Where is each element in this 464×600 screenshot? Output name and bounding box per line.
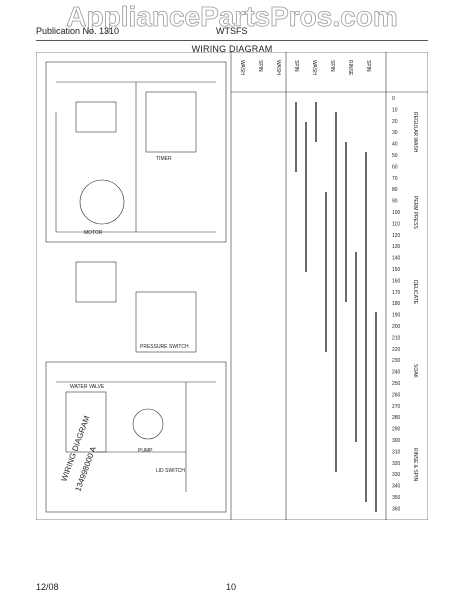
column-header: SPIN (365, 60, 371, 72)
cycle-zone-label: REGULAR WASH (412, 112, 418, 153)
timer-tick-label: 30 (392, 130, 398, 136)
column-header: SPIN (329, 60, 335, 72)
timer-tick-label: 190 (392, 313, 401, 319)
model-number: WTSFS (216, 26, 248, 36)
timer-tick-label: 80 (392, 187, 398, 193)
timer-tick-label: 350 (392, 495, 401, 501)
timer-tick-label: 180 (392, 301, 401, 307)
page-number: 10 (226, 582, 237, 592)
timer-tick-label: 70 (392, 176, 398, 182)
column-header: SPIN (257, 60, 263, 72)
timer-tick-label: 210 (392, 335, 401, 341)
timer-tick-label: 330 (392, 472, 401, 478)
cycle-zone-label: PERM PRESS (412, 196, 418, 229)
schematic-bottom-block (45, 361, 227, 513)
cycle-zone-label: DELICATE (412, 280, 418, 305)
column-header: WASH (275, 60, 281, 75)
column-header: WASH (311, 60, 317, 75)
water-valve-label: WATER VALVE (70, 384, 105, 390)
pressure-switch-label: PRESSURE SWITCH (140, 344, 189, 350)
timer-tick-label: 260 (392, 392, 401, 398)
timer-tick-label: 120 (392, 233, 401, 239)
timer-tick-label: 290 (392, 427, 401, 433)
publication-brand: Publication No. 1310 (36, 26, 120, 36)
cycle-zone-label: SOAK (412, 364, 418, 379)
timer-tick-label: 300 (392, 438, 401, 444)
motor-label: MOTOR (84, 230, 103, 236)
timer-tick-label: 60 (392, 164, 398, 170)
wiring-diagram: TIMER MOTOR PRESSURE SWITCH WATER VALVE … (36, 52, 428, 520)
timer-tick-label: 220 (392, 347, 401, 353)
motor-circle (79, 179, 125, 225)
timer-tick-label: 320 (392, 461, 401, 467)
header-rule (36, 40, 428, 41)
timer-tick-label: 100 (392, 210, 401, 216)
timer-tick-label: 90 (392, 199, 398, 205)
column-header: RINSE (347, 60, 353, 76)
timer-tick-label: 170 (392, 290, 401, 296)
watermark-text: AppliancePartsPros.com (66, 1, 397, 32)
schematic-top-block (45, 61, 227, 243)
timer-tick-label: 130 (392, 244, 401, 250)
timer-label: TIMER (156, 156, 172, 162)
watermark: AppliancePartsPros.com (66, 1, 398, 33)
page-title: WIRING DIAGRAM (191, 44, 273, 54)
timer-tick-label: 240 (392, 370, 401, 376)
timer-tick-label: 0 (392, 96, 395, 102)
timer-tick-label: 340 (392, 484, 401, 490)
timer-tick-label: 50 (392, 153, 398, 159)
lid-switch-label: LID SWITCH (156, 468, 185, 474)
timer-tick-label: 200 (392, 324, 401, 330)
pump-label: PUMP (138, 448, 153, 454)
timer-tick-label: 230 (392, 358, 401, 364)
timer-tick-label: 110 (392, 221, 400, 227)
timer-tick-label: 280 (392, 415, 401, 421)
timer-tick-label: 360 (392, 506, 401, 512)
column-header: SPIN (293, 60, 299, 72)
column-header: WASH (239, 60, 245, 75)
timer-tick-label: 150 (392, 267, 401, 273)
timer-tick-label: 20 (392, 119, 398, 125)
timer-tick-label: 250 (392, 381, 401, 387)
timer-tick-label: 270 (392, 404, 401, 410)
timer-tick-label: 10 (392, 107, 398, 113)
timer-tick-label: 160 (392, 278, 401, 284)
revision-date: 12/08 (36, 582, 59, 592)
timer-tick-label: 310 (392, 449, 401, 455)
cycle-zone-label: RINSE & SPIN (412, 448, 418, 481)
timer-tick-label: 140 (392, 256, 401, 262)
timer-tick-label: 40 (392, 142, 398, 148)
